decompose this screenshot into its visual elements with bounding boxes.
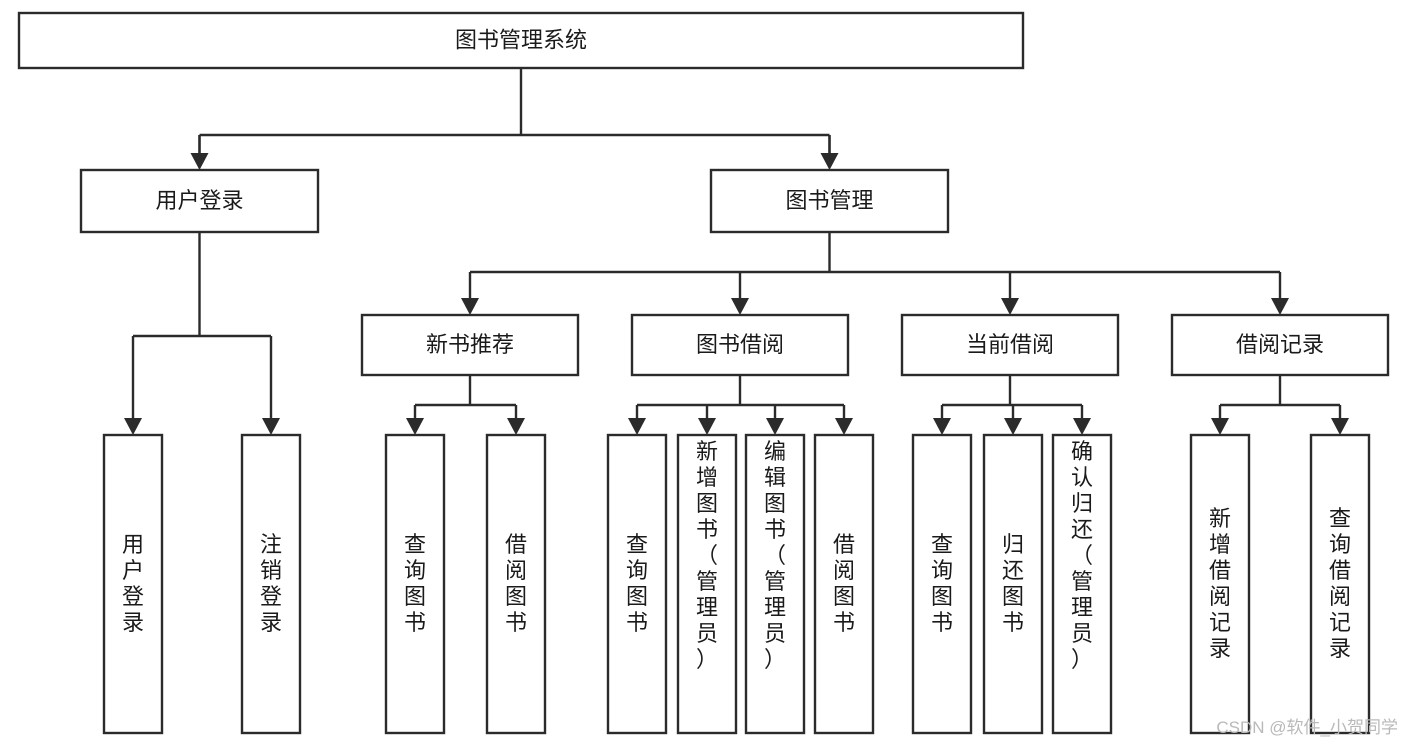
node-box-new-book-recommend (360, 313, 580, 377)
arrow-into-leaf-add-borrow-record (1211, 418, 1229, 435)
arrow-into-current-borrow (1001, 298, 1019, 315)
node-label-current-borrow: 当前借阅 (966, 332, 1054, 357)
node-user-login[interactable]: 用户登录 (79, 168, 320, 234)
node-box-leaf-user-login (102, 433, 164, 735)
arrow-into-book-management (820, 153, 839, 170)
node-box-leaf-borrow-book-borrow (813, 433, 875, 735)
node-book-borrow[interactable]: 图书借阅 (630, 313, 850, 377)
nodes-layer: 图书管理系统用户登录图书管理新书推荐图书借阅当前借阅借阅记录用户登录注销登录查询… (17, 11, 1390, 735)
node-leaf-logout[interactable]: 注销登录 (240, 433, 302, 735)
node-box-leaf-return-book (982, 433, 1044, 735)
node-label-user-login: 用户登录 (155, 188, 243, 213)
node-label-leaf-logout: 注销登录 (260, 532, 282, 635)
arrow-into-leaf-borrow-book-borrow (835, 418, 853, 435)
node-root[interactable]: 图书管理系统 (17, 11, 1025, 70)
arrow-into-leaf-query-book-recommend (406, 418, 424, 435)
arrow-into-leaf-query-book-current (933, 418, 951, 435)
node-leaf-borrow-book-borrow[interactable]: 借阅图书 (813, 433, 875, 735)
node-leaf-query-book-recommend[interactable]: 查询图书 (384, 433, 446, 735)
arrow-into-leaf-edit-book-admin (766, 418, 784, 435)
node-box-leaf-query-book-current (911, 433, 973, 735)
node-leaf-user-login[interactable]: 用户登录 (102, 433, 164, 735)
node-label-leaf-query-book-current: 查询图书 (931, 532, 953, 635)
node-box-leaf-borrow-book-recommend (485, 433, 547, 735)
node-box-root (17, 11, 1025, 70)
node-label-leaf-query-book-borrow: 查询图书 (626, 532, 648, 635)
node-box-leaf-logout (240, 433, 302, 735)
node-label-book-management: 图书管理 (785, 188, 873, 213)
arrow-into-leaf-add-book-admin (698, 418, 716, 435)
csdn-watermark: CSDN @软件_小贺同学 (1216, 718, 1398, 737)
node-box-leaf-add-book-admin (676, 433, 738, 735)
arrow-into-new-book-recommend (461, 298, 479, 315)
node-label-root: 图书管理系统 (455, 27, 587, 52)
node-box-book-management (709, 168, 950, 234)
node-book-management[interactable]: 图书管理 (709, 168, 950, 234)
connectors-layer (124, 68, 1349, 435)
arrow-into-leaf-query-book-borrow (628, 418, 646, 435)
node-leaf-query-book-borrow[interactable]: 查询图书 (606, 433, 668, 735)
node-box-book-borrow (630, 313, 850, 377)
arrow-into-leaf-confirm-return-admin (1073, 418, 1091, 435)
arrow-into-leaf-logout (262, 418, 280, 435)
node-label-leaf-borrow-book-recommend: 借阅图书 (505, 532, 527, 635)
arrow-into-leaf-query-borrow-record (1331, 418, 1349, 435)
arrow-into-leaf-borrow-book-recommend (507, 418, 525, 435)
node-label-leaf-user-login: 用户登录 (122, 532, 144, 635)
node-box-leaf-query-borrow-record (1309, 433, 1371, 735)
node-current-borrow[interactable]: 当前借阅 (900, 313, 1120, 377)
arrow-into-user-login (190, 153, 209, 170)
node-box-borrow-records (1170, 313, 1390, 377)
node-label-leaf-query-book-recommend: 查询图书 (404, 532, 426, 635)
node-leaf-query-book-current[interactable]: 查询图书 (911, 433, 973, 735)
node-label-leaf-confirm-return-admin: 确认归还（管理员） (1071, 439, 1093, 672)
node-leaf-confirm-return-admin[interactable]: 确认归还（管理员） (1051, 433, 1113, 735)
arrow-into-leaf-user-login (124, 418, 142, 435)
node-label-new-book-recommend: 新书推荐 (426, 332, 514, 357)
node-leaf-edit-book-admin[interactable]: 编辑图书（管理员） (744, 433, 806, 735)
node-label-borrow-records: 借阅记录 (1236, 332, 1324, 357)
node-label-leaf-borrow-book-borrow: 借阅图书 (833, 532, 855, 635)
node-label-leaf-query-borrow-record: 查询借阅记录 (1329, 506, 1351, 661)
node-borrow-records[interactable]: 借阅记录 (1170, 313, 1390, 377)
node-box-leaf-confirm-return-admin (1051, 433, 1113, 735)
node-box-current-borrow (900, 313, 1120, 377)
node-leaf-query-borrow-record[interactable]: 查询借阅记录 (1309, 433, 1371, 735)
node-box-leaf-edit-book-admin (744, 433, 806, 735)
node-label-leaf-add-borrow-record: 新增借阅记录 (1209, 506, 1231, 661)
node-label-leaf-add-book-admin: 新增图书（管理员） (696, 439, 718, 672)
node-leaf-return-book[interactable]: 归还图书 (982, 433, 1044, 735)
node-leaf-borrow-book-recommend[interactable]: 借阅图书 (485, 433, 547, 735)
node-box-user-login (79, 168, 320, 234)
node-label-leaf-edit-book-admin: 编辑图书（管理员） (764, 439, 786, 672)
node-box-leaf-query-book-borrow (606, 433, 668, 735)
node-box-leaf-add-borrow-record (1189, 433, 1251, 735)
arrow-into-leaf-return-book (1004, 418, 1022, 435)
node-label-book-borrow: 图书借阅 (696, 332, 784, 357)
node-new-book-recommend[interactable]: 新书推荐 (360, 313, 580, 377)
node-leaf-add-book-admin[interactable]: 新增图书（管理员） (676, 433, 738, 735)
node-label-leaf-return-book: 归还图书 (1002, 532, 1024, 635)
arrow-into-book-borrow (731, 298, 749, 315)
arrow-into-borrow-records (1271, 298, 1289, 315)
node-box-leaf-query-book-recommend (384, 433, 446, 735)
node-leaf-add-borrow-record[interactable]: 新增借阅记录 (1189, 433, 1251, 735)
